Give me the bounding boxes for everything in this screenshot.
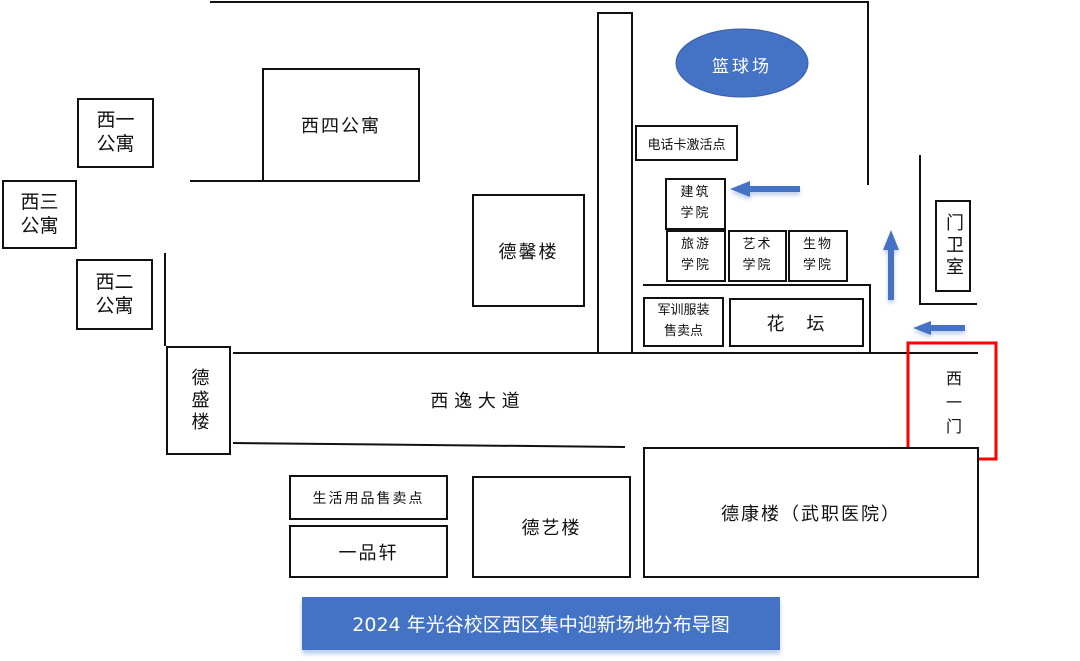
label: 旅游学院	[680, 237, 711, 273]
long-building	[597, 12, 633, 354]
arrow-left-icon	[730, 181, 800, 197]
military-uniform-shop: 军训服装售卖点	[643, 297, 724, 347]
boundary-menwei	[919, 155, 977, 305]
label: 西一公寓	[96, 109, 135, 155]
road-bottom-edge	[232, 442, 626, 448]
daily-goods-shop: 生活用品售卖点	[289, 475, 448, 520]
road-xiyi-avenue: 西 逸 大 道	[430, 391, 520, 412]
building-de-sheng: 德盛楼	[166, 346, 231, 455]
arrow-left-icon	[913, 321, 965, 335]
label: 生活用品售卖点	[312, 490, 425, 507]
building-xi-si-apartment: 西四公寓	[262, 68, 420, 182]
label: 电话卡激活点	[647, 137, 726, 153]
label: 德康楼（武职医院）	[721, 503, 901, 525]
building-xi-yi-apartment: 西一公寓	[77, 98, 154, 168]
label: 花 坛	[766, 313, 827, 335]
school-art: 艺术学院	[728, 230, 787, 282]
building-xi-san-apartment: 西三公寓	[2, 180, 77, 249]
guard-room: 门卫室	[935, 200, 971, 292]
yipinxuan: 一品轩	[289, 525, 448, 578]
label: 西三公寓	[20, 190, 59, 237]
map-title: 2024 年光谷校区西区集中迎新场地分布导图	[352, 614, 730, 636]
label: 西二公寓	[95, 270, 134, 317]
flower-bed: 花 坛	[729, 298, 864, 347]
boundary-top	[210, 1, 869, 185]
label: 德盛楼	[188, 367, 210, 434]
label: 军训服装售卖点	[657, 303, 710, 339]
label: 德艺楼	[521, 518, 582, 539]
basketball-court-label: 篮球场	[712, 57, 772, 77]
label: 一品轩	[338, 542, 399, 564]
label: 艺术学院	[742, 237, 773, 273]
building-de-yi: 德艺楼	[472, 476, 631, 578]
school-tourism: 旅游学院	[666, 230, 726, 282]
arrow-up-icon	[883, 230, 899, 300]
basketball-court	[675, 28, 809, 98]
label: 西四公寓	[301, 116, 381, 137]
building-de-kang-hospital: 德康楼（武职医院）	[643, 447, 979, 578]
building-xi-er-apartment: 西二公寓	[76, 259, 153, 330]
label: 德馨楼	[498, 241, 559, 263]
map-title-banner: 2024 年光谷校区西区集中迎新场地分布导图	[302, 597, 780, 650]
boundary-huatan	[643, 284, 871, 353]
label: 门卫室	[943, 213, 964, 279]
label: 建筑学院	[680, 185, 711, 221]
school-architecture: 建筑学院	[665, 178, 726, 230]
building-de-xin: 德馨楼	[472, 194, 585, 307]
school-biology: 生物学院	[788, 230, 848, 282]
west-gate-1: 西一门	[943, 370, 962, 442]
label: 生物学院	[802, 237, 833, 273]
phone-card-activation-point: 电话卡激活点	[635, 125, 738, 161]
